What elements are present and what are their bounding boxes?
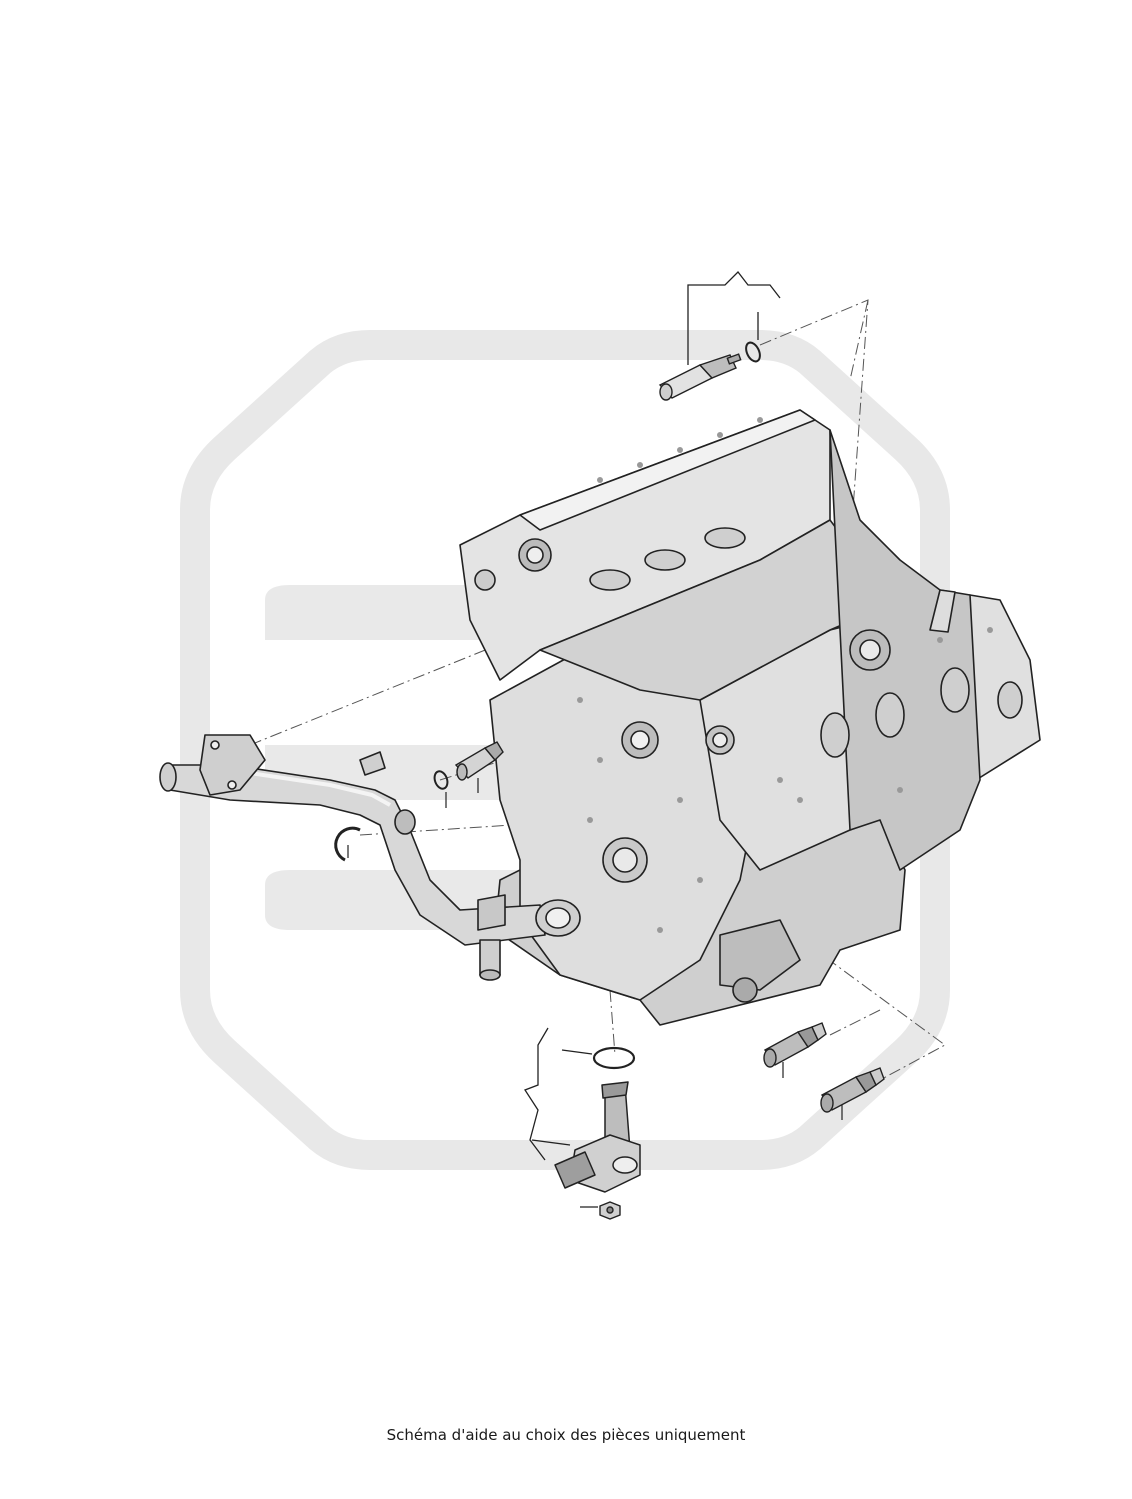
- oil-pressure-switch-2[interactable]: [820, 1067, 885, 1113]
- oil-pressure-switch-1[interactable]: [763, 1022, 827, 1068]
- coolant-pipe[interactable]: [159, 734, 581, 981]
- oil-sensor-callout: [524, 1027, 598, 1208]
- pipe-o-ring[interactable]: [432, 769, 449, 790]
- oil-sensor-nut[interactable]: [599, 1201, 621, 1220]
- oil-sensor-o-ring[interactable]: [592, 1046, 636, 1070]
- diagram-caption: Schéma d'aide au choix des pièces unique…: [386, 1426, 746, 1444]
- top-callout: [687, 271, 781, 365]
- top-o-ring[interactable]: [743, 340, 762, 363]
- oil-level-sensor[interactable]: [554, 1081, 641, 1193]
- watermark-logo: [180, 330, 950, 1170]
- top-sensor[interactable]: [658, 353, 742, 401]
- circlip[interactable]: [334, 826, 361, 862]
- temperature-sender[interactable]: [454, 741, 504, 781]
